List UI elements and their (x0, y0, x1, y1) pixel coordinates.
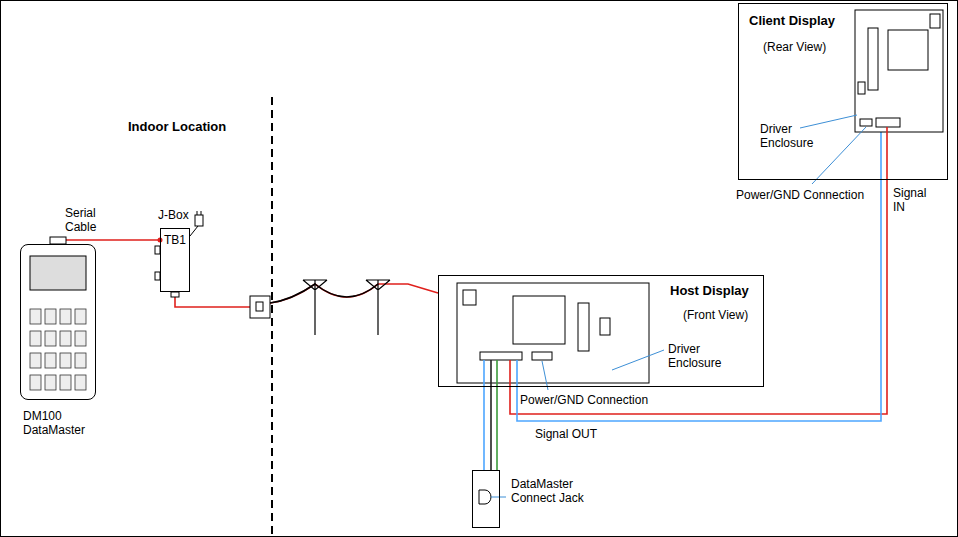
datamaster-device: DM100 DataMaster (20, 244, 96, 400)
cable (175, 284, 438, 307)
leader-line (800, 115, 857, 128)
jbox-port (171, 292, 179, 297)
callout-label: Driver Enclosure (668, 342, 721, 370)
power-cord (190, 226, 198, 236)
plug-prongs (197, 211, 201, 215)
component (578, 303, 589, 351)
leader-line (491, 497, 506, 498)
component (513, 296, 565, 344)
view-note: (Rear View) (763, 40, 826, 54)
view-note-holder: (Rear View) (763, 40, 826, 54)
signal-name: Signal IN (893, 186, 926, 214)
signal-name-holder: Signal IN (893, 186, 926, 214)
jack-name-holder: DataMaster Connect Jack (511, 477, 611, 505)
device-name-holder: DM100 DataMaster (23, 409, 85, 437)
signal-connector (480, 352, 522, 360)
wire (886, 127, 888, 180)
component (888, 30, 928, 70)
callout-label: Power/GND Connection (736, 188, 864, 202)
jack-name: DataMaster Connect Jack (511, 477, 611, 505)
cable-label: Serial Cable (65, 206, 96, 234)
wire (509, 360, 511, 387)
view-note: (Front View) (683, 308, 748, 322)
box-name-holder: J-Box (158, 208, 189, 222)
region-label: Indoor Location (128, 120, 226, 134)
callout-label-holder: Power/GND Connection (736, 188, 864, 202)
leader-line (542, 361, 548, 390)
terminal-name-holder: TB1 (161, 233, 189, 247)
callout-label: Power/GND Connection (520, 393, 648, 407)
signal-name: Signal OUT (535, 427, 597, 441)
utility-pole (366, 280, 390, 335)
power-connector (532, 352, 552, 360)
terminal-name: TB1 (161, 233, 189, 247)
junction-box: J-BoxTB1 (160, 228, 190, 292)
power-plug (195, 215, 203, 226)
overhead-wire (270, 284, 378, 303)
jack-symbol (479, 490, 491, 504)
display-title-holder: Client Display (749, 14, 835, 28)
cable (490, 387, 492, 470)
utility-pole (303, 280, 327, 335)
box-name: J-Box (158, 208, 189, 222)
component (858, 82, 865, 94)
signal-connector (876, 118, 900, 127)
component (463, 290, 476, 305)
leader-line (612, 350, 664, 370)
display-title: Client Display (749, 14, 835, 28)
driver-enclosure (457, 283, 649, 383)
signal-name-holder: Signal OUT (535, 427, 597, 441)
component (600, 318, 610, 335)
serial-port (50, 237, 66, 244)
wire (483, 360, 485, 470)
display-title: Host Display (670, 284, 749, 298)
driver-enclosure (855, 10, 943, 132)
wire (490, 360, 492, 387)
connect-jack: DataMaster Connect Jack (472, 470, 500, 528)
device-screen (30, 256, 86, 290)
indoor-boundary (271, 97, 273, 535)
wall-jack (250, 296, 270, 318)
wire (517, 127, 881, 421)
region-label-holder: Indoor Location (128, 120, 226, 134)
edge-label-holder: Serial Cable (65, 206, 96, 234)
callout-label-holder: Power/GND Connection (520, 393, 648, 407)
display-title-holder: Host Display (670, 284, 749, 298)
keypad (28, 306, 88, 394)
wall-jack-socket (256, 302, 263, 311)
callout-label-holder: Driver Enclosure (760, 122, 813, 150)
display-box: Client Display (Rear View) (738, 3, 948, 180)
callout-label: Driver Enclosure (760, 122, 813, 150)
component (868, 28, 878, 90)
callout-label-holder: Driver Enclosure (668, 342, 721, 370)
wire (496, 360, 498, 470)
view-note-holder: (Front View) (683, 308, 748, 322)
component (930, 14, 940, 28)
device-name: DM100 DataMaster (23, 409, 85, 437)
leader-line (812, 127, 866, 184)
power-connector (860, 119, 872, 126)
display-box: Host Display (Front View) (438, 275, 764, 387)
